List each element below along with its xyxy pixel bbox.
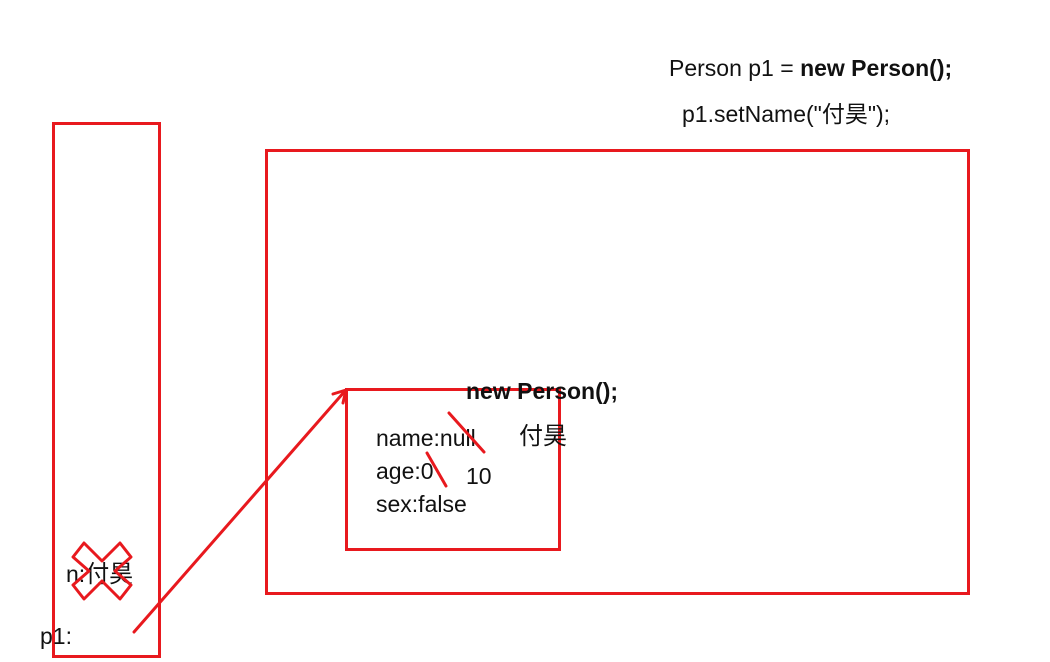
code-line-1-bold: new Person(); [800,55,953,81]
field-age-new-value: 10 [466,463,492,489]
strike-null [447,411,486,454]
field-name-new-value: 付昊 [519,422,567,450]
heap-box [265,149,970,595]
field-age: age:0 [376,458,434,484]
reference-arrow-line [132,389,347,634]
reference-arrowhead [331,388,348,405]
stack-box [52,122,161,658]
code-line-1: Person p1 = new Person(); [669,54,952,82]
field-name: name:null [376,425,476,451]
strike-age-zero [425,451,448,488]
discarded-x-icon [71,541,133,601]
param-value: 付昊 [85,560,134,588]
code-line-1-plain: Person p1 = [669,55,801,81]
object-box [345,388,561,551]
code-line-2: p1.setName("付昊"); [682,101,891,127]
field-sex: sex:false [376,491,467,517]
ref-label: p1: [40,623,72,649]
object-title: new Person(); [466,378,619,404]
